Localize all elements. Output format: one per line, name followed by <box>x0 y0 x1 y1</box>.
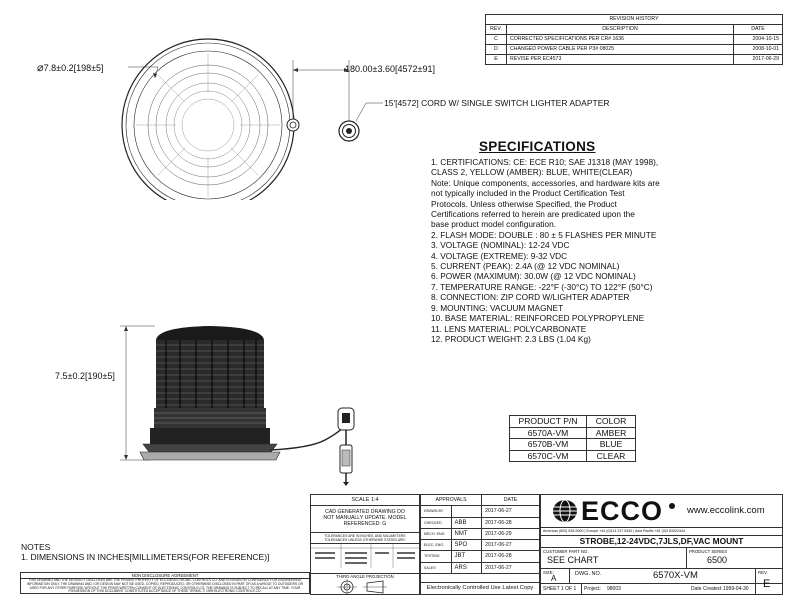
scale-block: SCALE 1:4 CAD GENERATED DRAWING DO NOT M… <box>310 494 420 595</box>
spec-line: 2. FLASH MODE: DOUBLE : 80 ± 5 FLASHES P… <box>431 229 657 240</box>
contact-text: Americas (800) 635-5900 | Europe +44 (0)… <box>541 528 782 536</box>
rev-header: REV. <box>485 24 507 35</box>
approval-row: TESTING JBT 2017-06-28 <box>420 550 540 563</box>
table-row: 6570C-VM CLEAR <box>509 449 636 462</box>
diameter-dimension: ⌀7.8±0.2[198±5] <box>37 62 104 74</box>
spec-line: Certifications referred to herein are pr… <box>431 209 635 220</box>
spec-line: 7. TEMPERATURE RANGE: -22°F (-30°C) TO 1… <box>431 281 653 292</box>
table-row: 6570A-VM AMBER <box>509 426 636 439</box>
spec-line: 4. VOLTAGE (EXTREME): 9-32 VDC <box>431 250 568 261</box>
series-divider <box>686 548 687 568</box>
size-value: A <box>551 574 557 583</box>
customer-pn-value: SEE CHART <box>547 555 599 565</box>
dwg-number: 6570X-VM <box>653 570 698 581</box>
size-divider <box>569 569 570 583</box>
notes-item: 1. DIMENSIONS IN INCHES[MILLIMETERS(FOR … <box>21 552 270 562</box>
nda-block: NON DISCLOSURE AGREEMENT THIS DRAWING AN… <box>20 572 310 594</box>
date-created-value: 1999-04-30 <box>723 586 749 592</box>
specifications-title: SPECIFICATIONS <box>479 139 596 154</box>
brand-registered-dot <box>669 503 675 509</box>
third-angle-projection-icon <box>337 579 387 595</box>
tolerance-table-graphic <box>311 544 419 568</box>
brand-logo: ECCO <box>581 496 664 526</box>
spec-line: Protocols. Unless otherwise Specified, t… <box>431 198 617 209</box>
spec-line: 9. MOUNTING: VACUUM MAGNET <box>431 302 564 313</box>
rev-value: E <box>763 578 771 590</box>
notes-section: NOTES 1. DIMENSIONS IN INCHES[MILLIMETER… <box>21 542 269 562</box>
table-row: 6570B-VM BLUE <box>509 438 636 451</box>
approval-date-header: DATE <box>481 493 540 507</box>
cord-length-dimension: 180.00±3.60[4572±91] <box>345 64 435 74</box>
spec-line: base product model configuration. <box>431 219 556 230</box>
rev-label: REV. <box>758 570 768 575</box>
spec-line: 6. POWER (MAXIMUM): 30.0W (@ 12 VDC NOMI… <box>431 271 636 282</box>
company-block: ECCO www.eccolink.com Americas (800) 635… <box>540 494 783 595</box>
description-header: DESCRIPTION <box>506 24 734 35</box>
sheet-row: SHEET 1 OF 1 Project: 98003 Date Created… <box>541 584 782 595</box>
website-text: www.eccolink.com <box>687 505 765 516</box>
product-table: PRODUCT P/N COLOR 6570A-VM AMBER 6570B-V… <box>509 415 636 462</box>
dwg-label: DWG. NO. <box>575 571 602 577</box>
approvals-table: APPROVALS DATE DRAWN BY 2017-06-27 CHECK… <box>419 493 540 575</box>
controlled-copy-note: Electronically Controlled Use Latest Cop… <box>420 583 540 595</box>
product-series-label: PRODUCT SERIES <box>689 549 728 554</box>
rev-divider <box>755 569 756 594</box>
cad-note: CAD GENERATED DRAWING DO NOT MANUALLY UP… <box>311 506 419 533</box>
sheet-label: SHEET 1 OF 1 <box>543 586 577 592</box>
notes-title: NOTES <box>21 542 51 552</box>
approval-row: SALES ARS 2017-06-27 <box>420 561 540 575</box>
nda-text: THIS DRAWING AND THE DESIGN IT DISCLOSES… <box>26 578 304 594</box>
spec-line: 1. CERTIFICATIONS: CE: ECE R10; SAE J131… <box>431 157 659 167</box>
nda-title: NON DISCLOSURE AGREEMENT <box>21 573 309 579</box>
dwg-row: SIZE: A DWG. NO. 6570X-VM REV. E <box>541 569 782 594</box>
spec-line: 8. CONNECTION: ZIP CORD W/LIGHTER ADAPTE… <box>431 292 630 303</box>
customer-pn-label: CUSTOMER PART NO. <box>543 549 589 554</box>
diameter-symbol: ⌀ <box>37 62 44 74</box>
approval-row: CHECKED ABB 2017-06-28 <box>420 516 540 529</box>
revision-row: C CORRECTED SPECIFICATIONS PER CR# 1636 … <box>485 34 783 45</box>
third-angle-label: THIRD ANGLE PROJECTION <box>311 573 419 579</box>
logo-row: ECCO www.eccolink.com <box>541 495 782 528</box>
spec-line: not typically included in the Product Ce… <box>431 188 625 199</box>
specifications-section: SPECIFICATIONS 1. CERTIFICATIONS: CE: EC… <box>431 139 660 344</box>
approvals-header: APPROVALS <box>419 493 483 507</box>
date-created-label: Date Created: <box>691 586 723 592</box>
top-view-drawing <box>121 38 383 200</box>
size-label: SIZE: <box>543 570 554 575</box>
color-header: COLOR <box>586 415 636 428</box>
spec-line: 11. LENS MATERIAL: POLYCARBONATE <box>431 323 587 334</box>
date-header: DATE <box>733 24 783 35</box>
revision-row: D CHANGED POWER CABLE PER P3# 08025 2008… <box>485 44 783 55</box>
scale-label: SCALE 1:4 <box>311 495 419 506</box>
product-series-value: 6500 <box>707 555 728 565</box>
sheet-divider <box>581 584 582 595</box>
approvals-blank <box>420 568 540 583</box>
ecco-globe-icon <box>553 499 577 523</box>
spec-line: 10. BASE MATERIAL: REINFORCED POLYPROPYL… <box>431 313 645 324</box>
revision-history-table: REVISION HISTORY REV. DESCRIPTION DATE C… <box>485 14 783 65</box>
approval-row: MECH. ENG. NMT 2017-06-29 <box>420 527 540 541</box>
height-dimension: 7.5±0.2[190±5] <box>55 371 115 381</box>
project-value: 98003 <box>607 586 621 592</box>
customer-part-row: CUSTOMER PART NO. SEE CHART PRODUCT SERI… <box>541 548 782 569</box>
pn-header: PRODUCT P/N <box>509 415 587 428</box>
spec-line: Note: Unique components, accessories, an… <box>431 177 660 188</box>
revision-history-title: REVISION HISTORY <box>485 14 783 25</box>
cord-label: 15'[4572] CORD W/ SINGLE SWITCH LIGHTER … <box>384 98 610 108</box>
spec-line: 12. PRODUCT WEIGHT: 2.3 LBS (1.04 Kg) <box>431 333 591 344</box>
approval-row: ELEC. ENG. SPO 2017-06-27 <box>420 539 540 552</box>
tolerance-note: TOLERANCES ARE IN INCHES, AND MILLIMETER… <box>311 533 419 544</box>
side-view-drawing <box>120 325 355 486</box>
spec-line: 5. CURRENT (PEAK): 2.4A (@ 12 VDC NOMINA… <box>431 261 620 272</box>
spec-line: CLASS 2, YELLOW (AMBER): BLUE, WHITE(CLE… <box>431 167 633 178</box>
approval-row: DRAWN BY 2017-06-27 <box>420 505 540 518</box>
revision-row: E REVISE PER EC4573 2017-06-29 <box>485 54 783 65</box>
project-label: Project: <box>584 586 601 592</box>
spec-line: 3. VOLTAGE (NOMINAL): 12-24 VDC <box>431 240 570 251</box>
drawing-title: STROBE,12-24VDC,7JLS,DF,VAC MOUNT <box>541 536 782 548</box>
